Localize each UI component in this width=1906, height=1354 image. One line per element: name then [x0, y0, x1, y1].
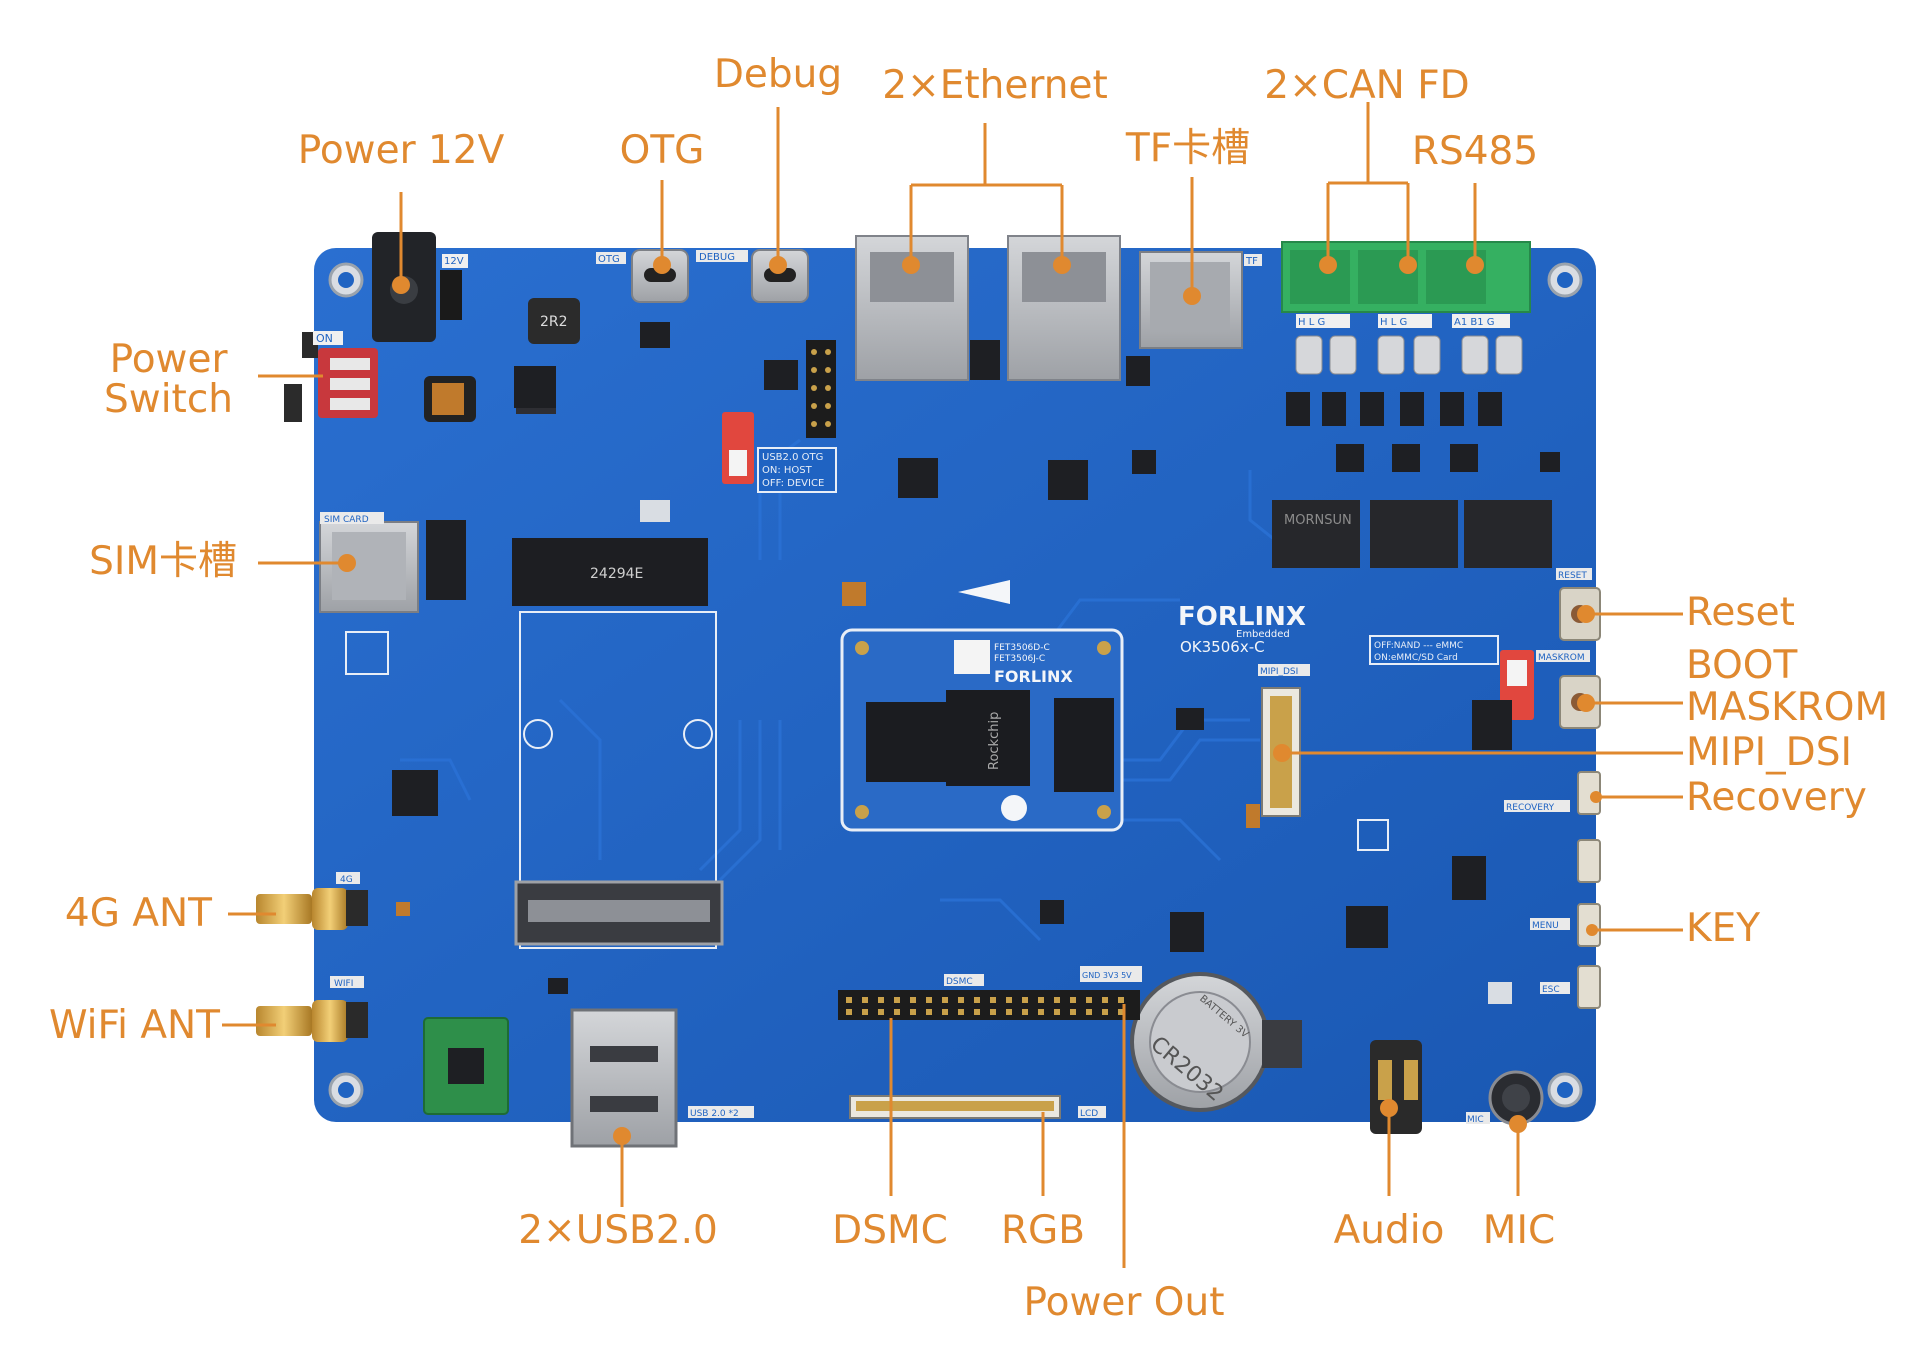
dsmc-pins: [846, 997, 1124, 1015]
jtag-header: [806, 340, 836, 438]
board-model: OK3506x-C: [1180, 638, 1265, 656]
phy-chip-1: [898, 458, 938, 498]
label-can-fd: 2×CAN FD: [1264, 63, 1470, 108]
silk-usb-otg-note1: USB2.0 OTG: [762, 452, 823, 463]
silk-otg: OTG: [598, 254, 620, 265]
label-audio: Audio: [1333, 1208, 1445, 1253]
label-ethernet: 2×Ethernet: [882, 63, 1108, 108]
label-mipi-dsi: MIPI_DSI: [1686, 730, 1852, 775]
inductor-label: 2R2: [540, 314, 568, 330]
label-power-switch-line1: Power: [109, 337, 228, 382]
brand-sub: Embedded: [1236, 629, 1290, 640]
key-button-3: [1577, 965, 1601, 1009]
memory-chip: [866, 702, 946, 782]
silk-usb: USB 2.0 *2: [690, 1109, 739, 1119]
label-key: KEY: [1686, 906, 1761, 951]
label-mic: MIC: [1482, 1208, 1556, 1253]
callout-dots: [338, 256, 1602, 1145]
silk-12v: 12V: [444, 256, 464, 267]
mini-pcie-connector: [512, 538, 708, 606]
silk-recovery: RECOVERY: [1506, 803, 1555, 813]
silk-gnd-3v3-5v: GND 3V3 5V: [1082, 971, 1132, 980]
isolation-modules: [1272, 500, 1552, 568]
label-power-switch-line2: Switch: [104, 377, 233, 423]
silk-boot-note2: ON:eMMC/SD Card: [1374, 653, 1458, 663]
silk-menu: MENU: [1532, 921, 1559, 931]
capacitors: [1295, 335, 1523, 375]
silk-usb-otg-note3: OFF: DEVICE: [762, 478, 824, 489]
mini-pcie-outline: [519, 611, 717, 949]
silk-esc: ESC: [1542, 985, 1560, 995]
label-tf-slot: TF卡槽: [1125, 126, 1251, 171]
label-sim-slot: SIM卡槽: [89, 539, 237, 584]
silk-lcd: LCD: [1080, 1109, 1098, 1119]
soc-label: Rockchip: [987, 712, 1002, 770]
label-maskrom: MASKROM: [1686, 685, 1889, 730]
silk-boot-note1: OFF:NAND --- eMMC: [1374, 641, 1463, 651]
label-reset: Reset: [1686, 590, 1795, 635]
label-rgb: RGB: [1000, 1208, 1086, 1253]
label-4g-ant: 4G ANT: [64, 891, 212, 936]
silk-on: ON: [316, 332, 333, 345]
silk-can2: H L G: [1380, 317, 1407, 328]
key-button-1: [1577, 839, 1601, 883]
sma-4g: [256, 888, 368, 930]
label-wifi-ant: WiFi ANT: [48, 1003, 220, 1048]
som-brand: FORLINX: [994, 667, 1073, 686]
silk-tf: TF: [1245, 256, 1258, 267]
silk-mic: MIC: [1467, 1115, 1484, 1125]
label-dsmc: DSMC: [832, 1208, 948, 1253]
silk-mipi-dsi: MIPI_DSI: [1260, 667, 1298, 677]
silk-4g: 4G: [340, 875, 353, 885]
label-power-out: Power Out: [1023, 1280, 1225, 1325]
silk-can1: H L G: [1298, 317, 1325, 328]
usb-a-port: [570, 1008, 678, 1148]
label-recovery: Recovery: [1686, 775, 1867, 820]
mornsun-label: MORNSUN: [1284, 513, 1352, 528]
silk-maskrom: MASKROM: [1538, 653, 1585, 663]
dsmc-header: [838, 990, 1140, 1020]
silk-reset: RESET: [1558, 571, 1587, 581]
label-debug: Debug: [713, 52, 843, 97]
sma-wifi: [256, 1000, 368, 1042]
silk-rs485: A1 B1 G: [1454, 317, 1495, 328]
pcie-chip-label: 24294E: [590, 566, 643, 582]
label-power-12v: Power 12V: [297, 128, 505, 173]
silk-wifi: WIFI: [334, 979, 353, 989]
som-part-2: FET3506J-C: [994, 654, 1045, 664]
silk-sim-card: SIM CARD: [324, 515, 369, 525]
label-boot: BOOT: [1686, 643, 1798, 688]
label-usb: 2×USB2.0: [518, 1208, 718, 1253]
label-otg: OTG: [619, 128, 705, 173]
soc-chip: [946, 690, 1030, 786]
silk-usb-otg-note2: ON: HOST: [762, 465, 813, 476]
emmc-chip: [1054, 698, 1114, 792]
callout-lines: [222, 102, 1683, 1268]
label-rs485: RS485: [1411, 129, 1539, 174]
silk-debug: DEBUG: [699, 252, 735, 263]
som-part-1: FET3506D-C: [994, 643, 1050, 653]
brand-logo: FORLINX: [1178, 602, 1306, 632]
phy-chip-2: [1048, 460, 1088, 500]
silk-dsmc: DSMC: [946, 977, 973, 987]
